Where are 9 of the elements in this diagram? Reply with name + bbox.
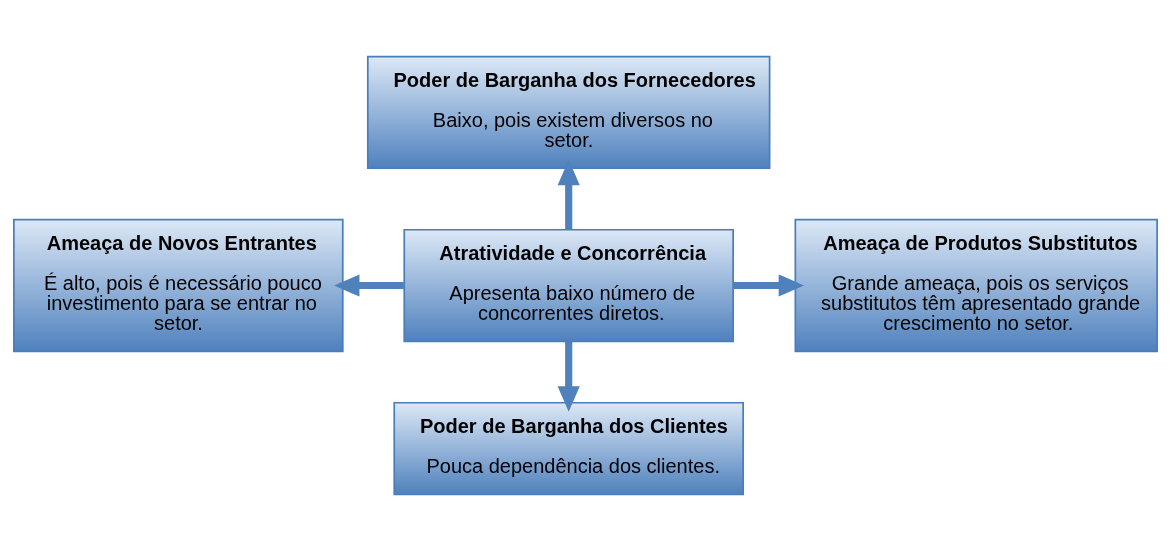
arrow: [334, 274, 404, 297]
node-box: Poder de Barganha dos Fornecedores Baixo, pois existem diversos no setor.: [366, 55, 771, 170]
node-box: Poder de Barganha dos Clientes Pouca dependência dos clientes.: [393, 401, 744, 496]
node-box: Ameaça de Novos Entrantes É alto, pois é necessário pouco investimento para se entrar no setor.: [13, 218, 344, 353]
arrow: [733, 274, 805, 297]
arrow: [557, 159, 580, 230]
node-box: Atratividade e Concorrência Apresenta baixo número de concorrentes diretos.: [403, 228, 734, 343]
arrow: [557, 341, 580, 412]
node-box: Ameaça de Produtos Substitutos Grande ameaça, pois os serviços substitutos têm apresentado grande crescimento no setor.: [794, 218, 1158, 353]
